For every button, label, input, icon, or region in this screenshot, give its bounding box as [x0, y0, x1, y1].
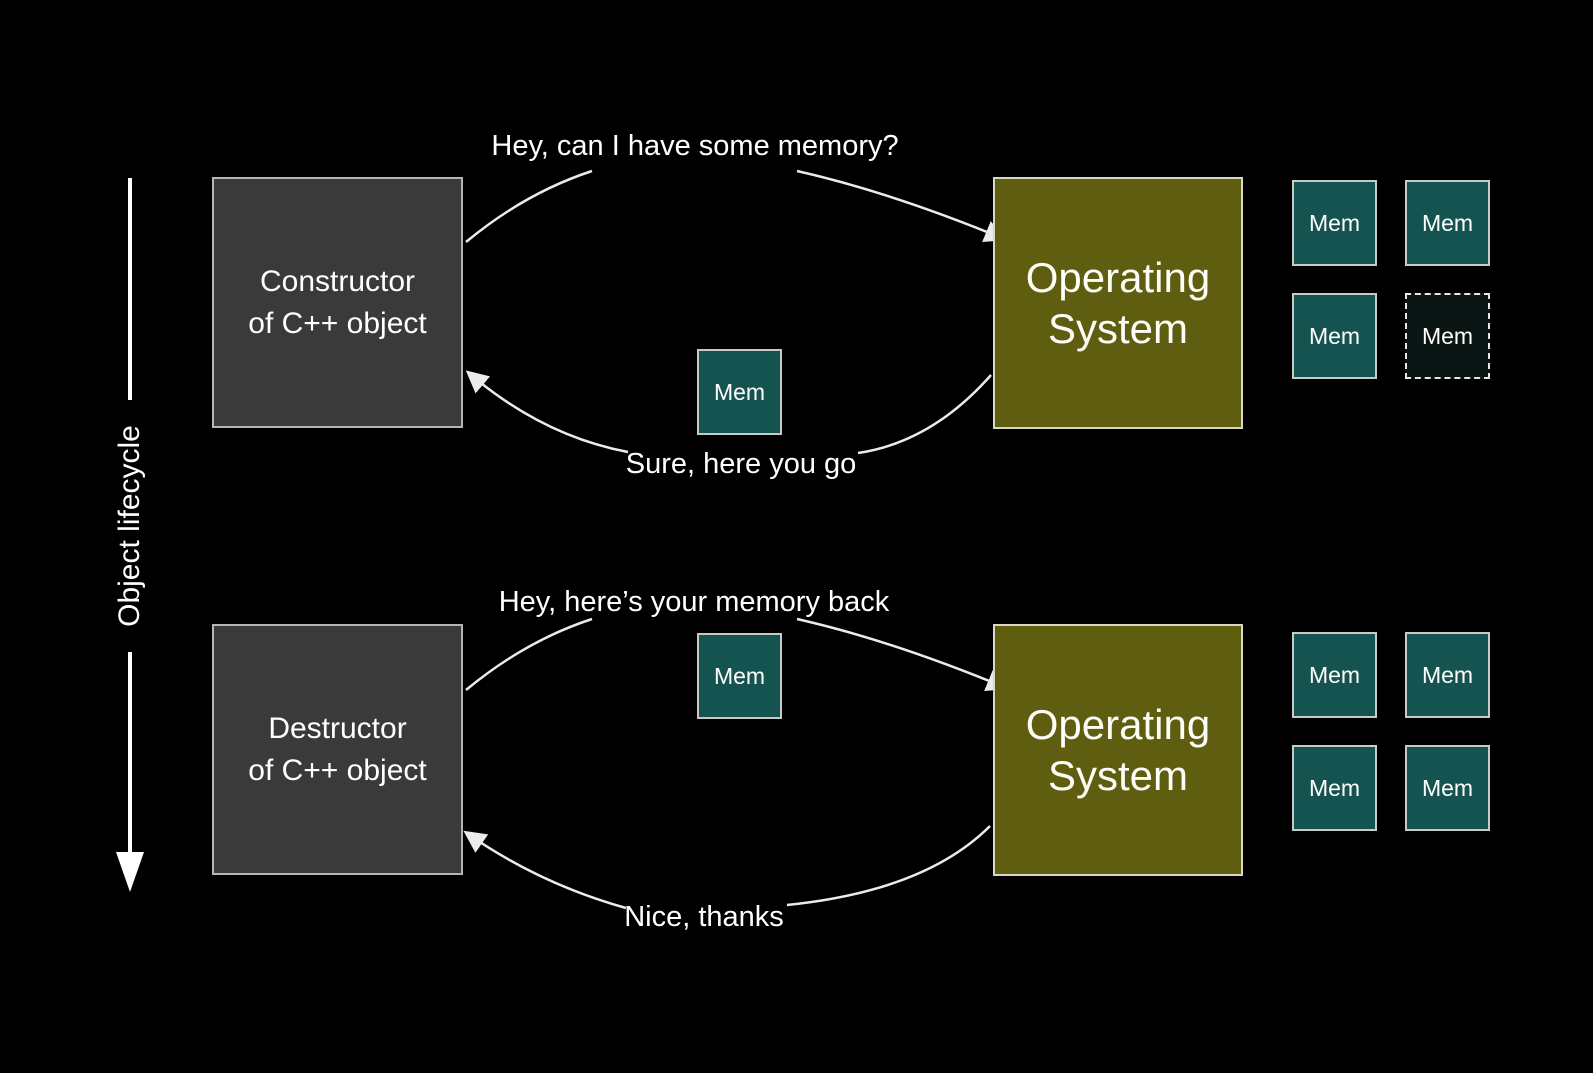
lifecycle-arrowhead-icon	[116, 852, 144, 892]
alloc-response-label: Sure, here you go	[625, 448, 857, 480]
mem-slot-label: Mem	[1421, 774, 1474, 801]
mem-chip-label: Mem	[713, 662, 766, 689]
mem-slot-bottom-2: Mem	[1405, 632, 1490, 718]
mem-slot-top-1: Mem	[1292, 180, 1377, 266]
mem-slot-top-4-empty: Mem	[1405, 293, 1490, 379]
os-top-label-line2: System	[1047, 305, 1189, 352]
mem-slot-bottom-1: Mem	[1292, 632, 1377, 718]
mem-slot-label: Mem	[1421, 661, 1474, 688]
mem-chip-transfer-top: Mem	[697, 349, 782, 435]
constructor-box: Constructor of C++ object	[212, 177, 463, 428]
alloc-response-arrow-left-segment	[465, 370, 629, 454]
free-response-arrow-right-segment	[786, 825, 991, 907]
alloc-request-arrow-left-segment	[465, 169, 593, 243]
constructor-label-line2: of C++ object	[248, 306, 427, 340]
free-request-arrow-left-segment	[465, 617, 593, 691]
mem-slot-top-3: Mem	[1292, 293, 1377, 379]
mem-slot-bottom-4: Mem	[1405, 745, 1490, 831]
mem-slot-bottom-3: Mem	[1292, 745, 1377, 831]
os-box-bottom: Operating System	[993, 624, 1243, 876]
os-bottom-label-line1: Operating	[1025, 700, 1211, 748]
alloc-request-label: Hey, can I have some memory?	[491, 130, 899, 162]
alloc-response-arrow-right-segment	[857, 374, 992, 455]
os-bottom-label-line2: System	[1047, 752, 1189, 799]
free-request-arrow-right-segment	[796, 617, 1010, 691]
mem-slot-top-2: Mem	[1405, 180, 1490, 266]
lifecycle-label: Object lifecycle	[113, 425, 146, 627]
free-response-arrow-left-segment	[463, 830, 627, 910]
free-response-label: Nice, thanks	[624, 901, 784, 933]
mem-slot-label: Mem	[1421, 322, 1474, 349]
destructor-label-line2: of C++ object	[248, 753, 427, 787]
alloc-request-arrow-right-segment	[796, 169, 1008, 242]
mem-slot-label: Mem	[1421, 209, 1474, 236]
mem-chip-label: Mem	[713, 378, 766, 405]
destructor-label-line1: Destructor	[268, 712, 407, 746]
mem-slot-label: Mem	[1308, 774, 1361, 801]
os-box-top: Operating System	[993, 177, 1243, 429]
destructor-box: Destructor of C++ object	[212, 624, 463, 875]
mem-chip-transfer-bottom: Mem	[697, 633, 782, 719]
free-request-label: Hey, here’s your memory back	[498, 586, 890, 618]
os-top-label-line1: Operating	[1025, 253, 1211, 301]
constructor-label-line1: Constructor	[259, 265, 416, 299]
mem-slot-label: Mem	[1308, 322, 1361, 349]
mem-slot-label: Mem	[1308, 209, 1361, 236]
mem-slot-label: Mem	[1308, 661, 1361, 688]
